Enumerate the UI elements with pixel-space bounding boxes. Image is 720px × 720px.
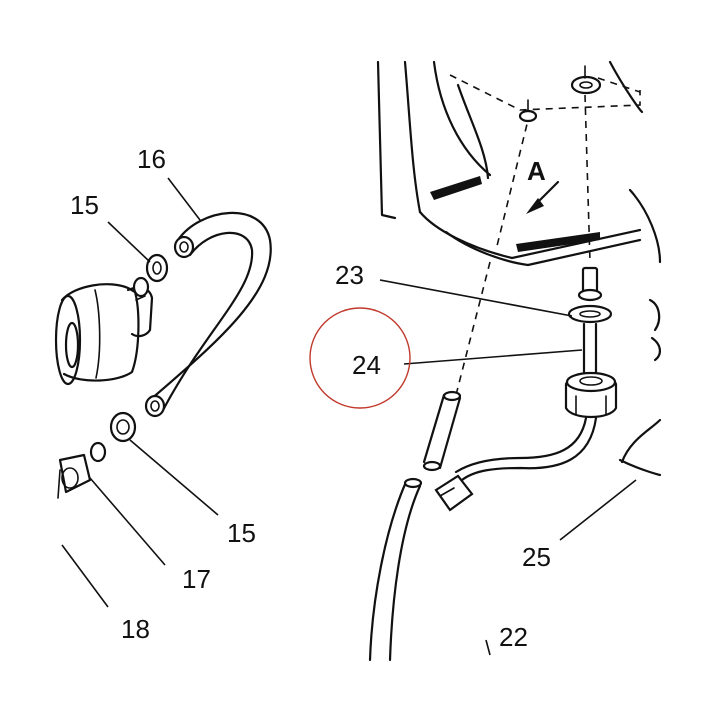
callout-15-upper: 15 xyxy=(70,190,99,220)
mounting-plate xyxy=(618,418,662,477)
alignment-lines xyxy=(449,74,641,396)
callout-24: 24 xyxy=(352,350,381,380)
callout-22: 22 xyxy=(499,622,528,652)
tank-bracket xyxy=(376,60,662,362)
clamp-15-lower xyxy=(109,411,137,443)
filter-housing xyxy=(54,283,154,386)
callout-25: 25 xyxy=(522,542,551,572)
leaders-left xyxy=(61,177,219,608)
wire-lead-25 xyxy=(434,416,598,512)
sender-unit xyxy=(564,266,618,418)
callout-15-lower: 15 xyxy=(227,518,256,548)
view-a-arrow xyxy=(526,180,560,214)
callout-17: 17 xyxy=(182,564,211,594)
highlight-circle-24 xyxy=(309,307,411,409)
top-fasteners xyxy=(518,65,602,123)
hose-16 xyxy=(144,211,272,418)
callout-16: 16 xyxy=(137,144,166,174)
leaders-right xyxy=(379,279,637,656)
fuel-line-22 xyxy=(368,390,462,662)
clamp-15-upper xyxy=(132,253,169,298)
callout-18: 18 xyxy=(121,614,150,644)
callout-23: 23 xyxy=(335,260,364,290)
view-a-label: A xyxy=(527,156,546,186)
fitting-17-18 xyxy=(57,441,107,499)
